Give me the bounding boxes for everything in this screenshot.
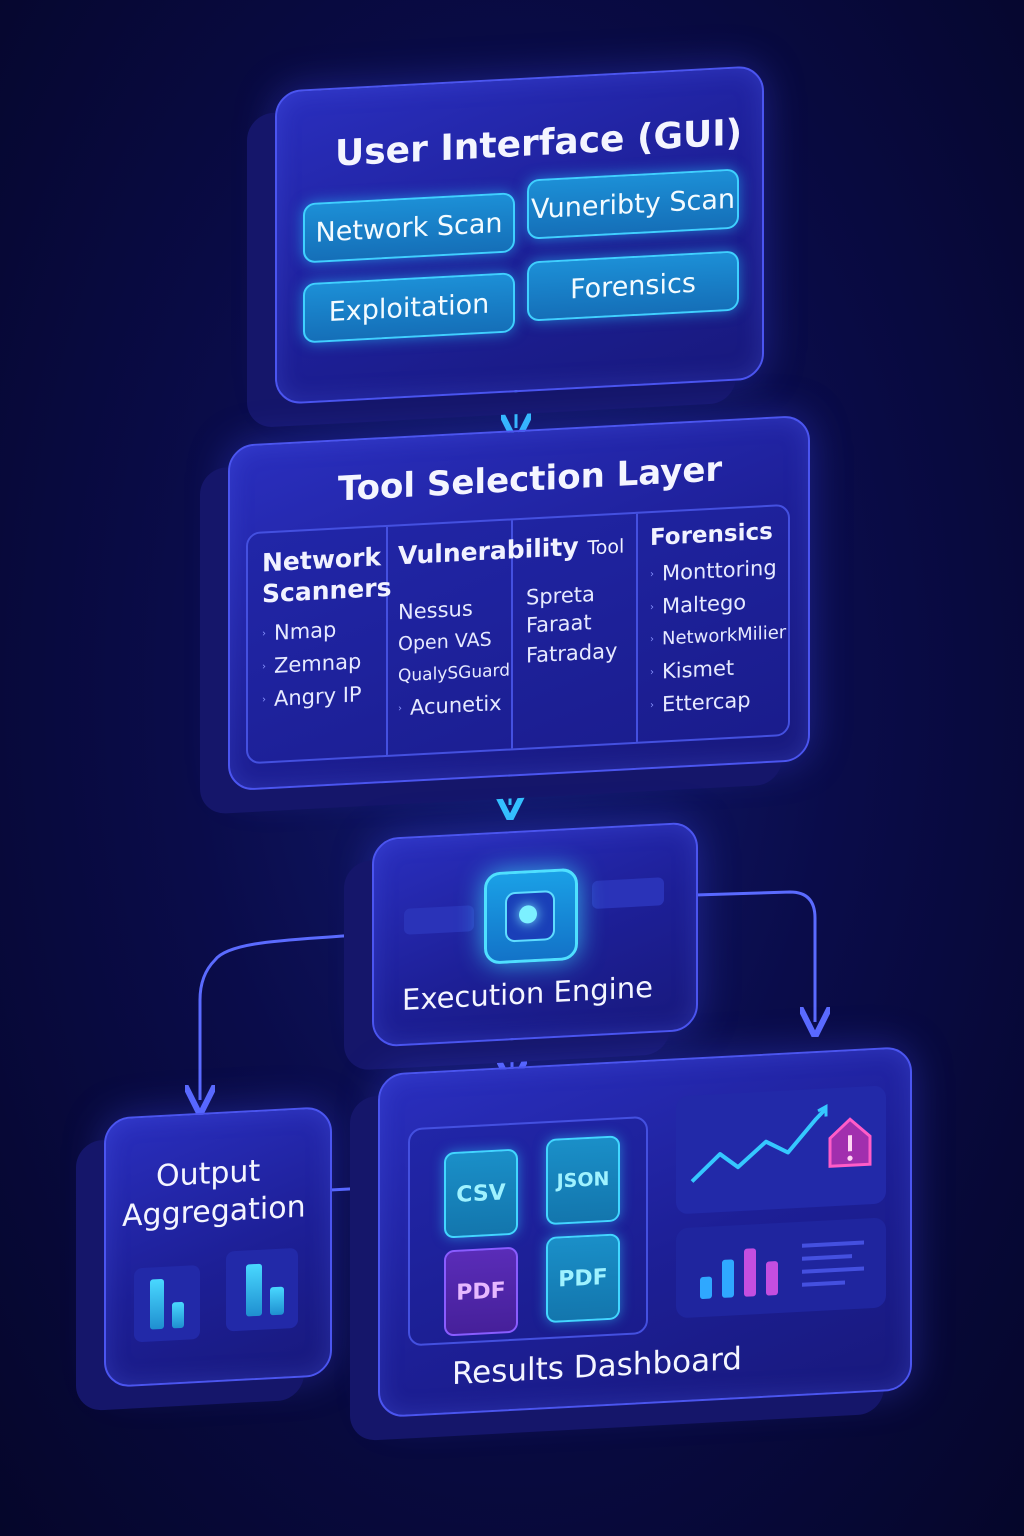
tool-item[interactable]: Fatraday (526, 638, 618, 668)
bar-chart-icon (226, 1247, 298, 1332)
pdf-file-icon[interactable]: PDF (444, 1246, 518, 1337)
output-title-2: Aggregation (122, 1189, 306, 1235)
tool-selection-title: Tool Selection Layer (338, 449, 723, 510)
network-scanners-column: Network Scanners ›Nmap ›Zemnap ›Angry IP (262, 541, 391, 717)
engine-slot-right (592, 877, 664, 910)
execution-engine-panel: Execution Engine (372, 821, 698, 1048)
tool-selection-panel: Tool Selection Layer Network Scanners ›N… (228, 414, 810, 792)
vulnerability-heading: Vulnerability (398, 531, 579, 571)
document-icon (802, 1240, 864, 1287)
chart-line-icon (690, 1104, 828, 1183)
files-box: CSV JSON PDF PDF (408, 1115, 648, 1347)
vulnerability-column-2: Spreta Faraat Fatraday (526, 579, 617, 672)
execution-engine-title: Execution Engine (402, 969, 653, 1017)
gui-panel: User Interface (GUI) Network Scan Vuneri… (275, 65, 764, 405)
results-dashboard-title: Results Dashboard (452, 1340, 742, 1393)
bar-chart-icon (700, 1276, 712, 1300)
pdf-file-icon[interactable]: PDF (546, 1233, 620, 1324)
vulnerability-scan-button[interactable]: Vuneribty Scan (527, 168, 739, 240)
line-chart-panel (676, 1085, 886, 1215)
forensics-button[interactable]: Forensics (527, 250, 739, 322)
vulnerability-heading-suffix: Tool (587, 535, 625, 560)
json-file-icon[interactable]: JSON (546, 1135, 620, 1226)
network-scanners-heading-2: Scanners (262, 572, 392, 609)
forensics-heading: Forensics (650, 518, 773, 552)
tool-item[interactable]: ›Ettercap (650, 687, 751, 717)
bar-chart-icon (134, 1264, 200, 1343)
results-dashboard-panel: CSV JSON PDF PDF Results Dashboard (378, 1046, 912, 1418)
stats-panel (676, 1217, 886, 1319)
output-title: Output (156, 1153, 261, 1195)
processor-icon (484, 867, 578, 965)
engine-slot-left (404, 905, 474, 935)
network-scan-button[interactable]: Network Scan (303, 192, 515, 264)
forensics-column: Forensics ›Monttoring ›Maltego ›NetworkM… (650, 516, 786, 722)
exploitation-button[interactable]: Exploitation (303, 272, 515, 344)
tool-columns-box: Network Scanners ›Nmap ›Zemnap ›Angry IP… (246, 503, 790, 765)
tool-item[interactable]: ›Angry IP (262, 682, 362, 711)
output-aggregation-panel: Output Aggregation (104, 1106, 332, 1388)
gui-title: User Interface (GUI) (335, 112, 743, 175)
alert-icon (828, 1117, 872, 1168)
column-divider (636, 513, 638, 742)
csv-file-icon[interactable]: CSV (444, 1148, 518, 1239)
